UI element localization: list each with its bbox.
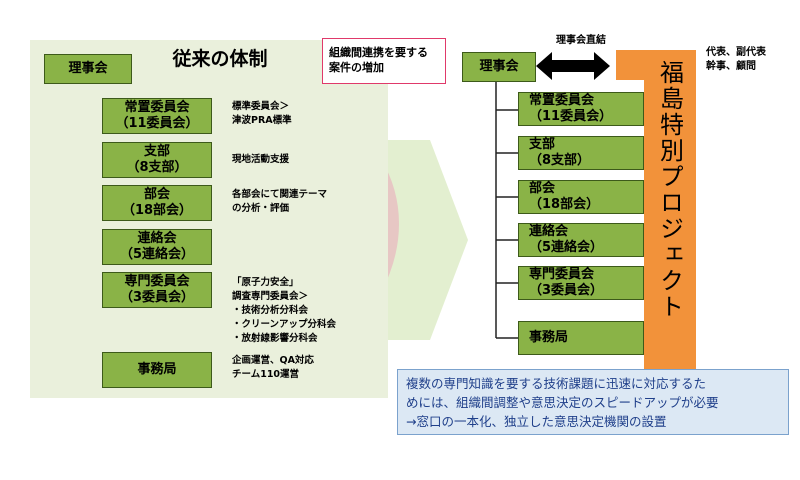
left-unit-liaison: 連絡会 （5連絡会）: [102, 229, 212, 265]
right-unit-special-committee: 専門委員会 （3委員会）: [518, 266, 644, 300]
project-title: 福島特別プロジェクト: [655, 60, 684, 320]
right-unit-division: 部会 （18部会）: [518, 180, 644, 214]
callout-box: 組織間連携を要する 案件の増加: [322, 38, 446, 84]
panel-title: 従来の体制: [172, 48, 268, 70]
right-tree-lines: [495, 82, 518, 339]
summary-box: 複数の専門知識を要する技術課題に迅速に対応するた めには、組織間調整や意思決定の…: [397, 369, 789, 435]
right-unit-standing-committee: 常置委員会 （11委員会）: [518, 92, 644, 126]
left-unit-special-committee: 専門委員会 （3委員会）: [102, 272, 212, 308]
right-unit-liaison: 連絡会 （5連絡会）: [518, 223, 644, 257]
left-unit-division: 部会 （18部会）: [102, 185, 212, 221]
transition-arrow: [378, 140, 468, 340]
direct-link-label: 理事会直結: [556, 35, 606, 46]
note-special-committee: 「原子力安全」 調査専門委員会＞ ・技術分析分科会 ・クリーンアップ分科会 ・放…: [232, 277, 337, 344]
left-board-box: 理事会: [44, 54, 132, 84]
left-unit-branch: 支部 （8支部）: [102, 142, 212, 178]
note-secretariat: 企画運営、QA対応 チーム110運営: [232, 355, 314, 380]
right-unit-branch: 支部 （8支部）: [518, 136, 644, 170]
note-division: 各部会にて関連テーマ の分析・評価: [232, 189, 328, 214]
right-unit-secretariat: 事務局: [518, 321, 644, 355]
note-standing-committee: 標準委員会＞ 津波PRA標準: [232, 101, 292, 126]
roles-label: 代表、副代表 幹事、顧問: [706, 47, 766, 72]
right-board-box: 理事会: [462, 52, 536, 82]
left-unit-standing-committee: 常置委員会 （11委員会）: [102, 98, 212, 134]
note-branch: 現地活動支援: [232, 154, 290, 165]
project-tab: [616, 50, 646, 80]
double-arrow-icon: [536, 52, 610, 80]
left-unit-secretariat: 事務局: [102, 352, 212, 388]
project-bar: [644, 50, 696, 370]
